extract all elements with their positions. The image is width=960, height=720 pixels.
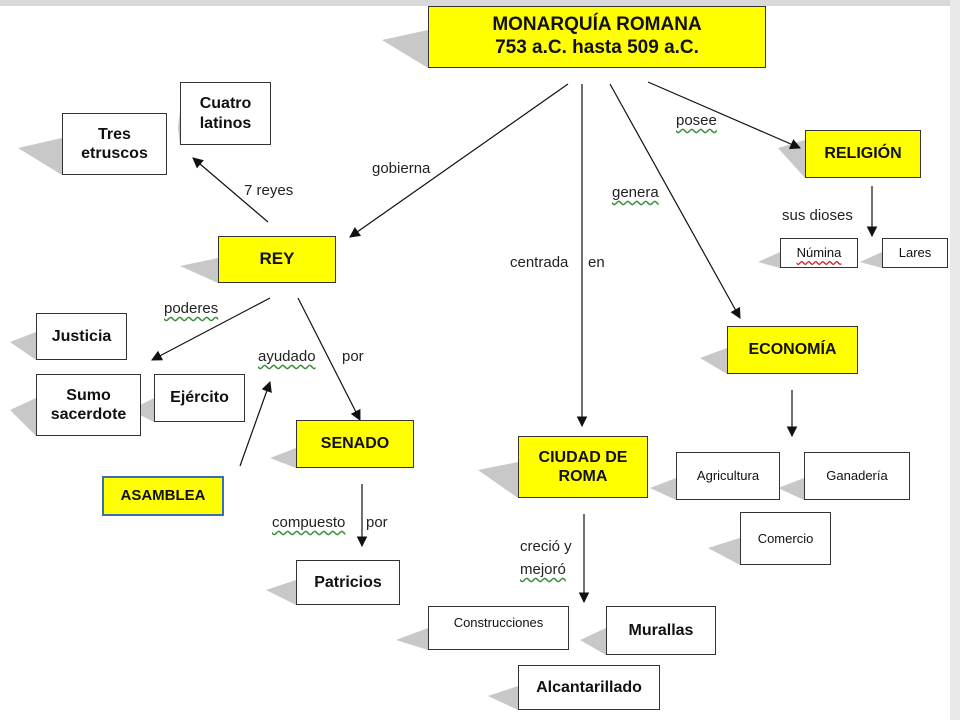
label-mejoro: mejoró: [520, 561, 566, 578]
node-agricultura: Agricultura: [676, 452, 780, 500]
label-posee: posee: [676, 112, 717, 129]
label-poderes: poderes: [164, 300, 219, 317]
label-compuesto: compuesto: [272, 514, 346, 531]
node-lares: Lares: [882, 238, 948, 268]
label-ayudado: ayudado: [258, 348, 316, 365]
node-murallas: Murallas: [606, 606, 716, 655]
node-ciudad-de-roma: CIUDAD DE ROMA: [518, 436, 648, 498]
node-justicia: Justicia: [36, 313, 127, 360]
arrow-7-reyes: [192, 157, 269, 223]
node-tres-etruscos: Tres etruscos: [62, 113, 167, 175]
label-por-ayudado: por: [342, 348, 364, 365]
node-cuatro-latinos: Cuatro latinos: [180, 82, 271, 145]
node-comercio: Comercio: [740, 512, 831, 565]
label-gobierna: gobierna: [372, 160, 431, 177]
arrow-posee: [647, 81, 801, 150]
label-crecio-y: creció y: [520, 538, 572, 555]
node-alcantarillado: Alcantarillado: [518, 665, 660, 710]
top-edge-bar: [0, 0, 960, 6]
node-ganaderia: Ganadería: [804, 452, 910, 500]
right-edge-bar: [950, 0, 960, 720]
arrow-poderes: [151, 297, 271, 361]
node-numina: Númina: [780, 238, 858, 268]
node-sumo-sacerdote: Sumo sacerdote: [36, 374, 141, 436]
node-monarquia-romana: MONARQUÍA ROMANA 753 a.C. hasta 509 a.C.: [428, 6, 766, 68]
label-genera: genera: [612, 184, 659, 201]
node-construcciones: Construcciones: [428, 606, 569, 650]
node-religion: RELIGIÓN: [805, 130, 921, 178]
node-rey: REY: [218, 236, 336, 283]
label-sus-dioses: sus dioses: [782, 207, 853, 224]
arrow-ayudado-por: [297, 297, 361, 421]
node-ejercito: Ejército: [154, 374, 245, 422]
label-en: en: [588, 254, 605, 271]
arrow-genera: [609, 83, 741, 319]
arrow-asamblea: [239, 380, 272, 467]
node-economia: ECONOMÍA: [727, 326, 858, 374]
node-asamblea: ASAMBLEA: [102, 476, 224, 516]
node-senado: SENADO: [296, 420, 414, 468]
label-por-compuesto: por: [366, 514, 388, 531]
node-patricios: Patricios: [296, 560, 400, 605]
label-centrada: centrada: [510, 254, 569, 271]
label-7-reyes: 7 reyes: [244, 182, 294, 199]
arrow-gobierna: [349, 83, 569, 238]
